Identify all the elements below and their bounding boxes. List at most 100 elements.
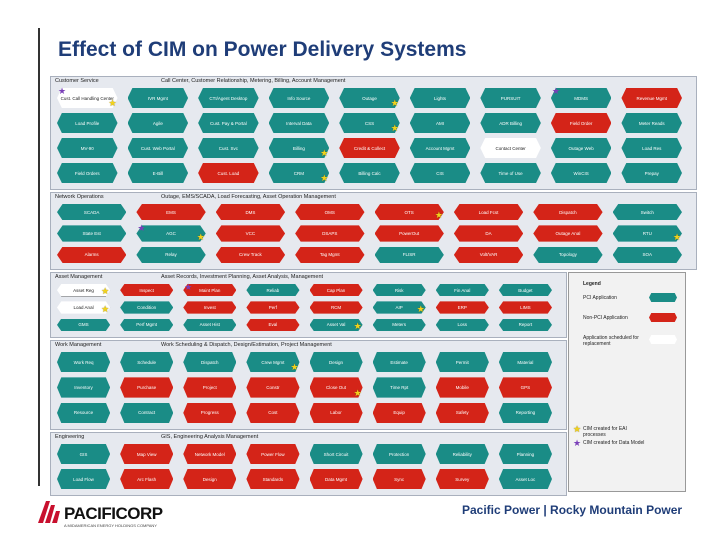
app-box[interactable]: Meter Reads	[621, 113, 682, 133]
app-box[interactable]: PowerOut	[374, 225, 444, 242]
app-box[interactable]: E-Bill	[127, 163, 189, 183]
app-box[interactable]: Loss	[435, 318, 489, 331]
app-box[interactable]: Data Mgmt	[309, 469, 363, 489]
app-box[interactable]: Mobile	[435, 377, 489, 398]
app-box[interactable]: AGC	[136, 225, 206, 242]
app-box[interactable]: Cust. Pay & Portal	[198, 113, 259, 133]
app-box[interactable]: State Est	[57, 225, 127, 242]
app-box[interactable]: LIMS	[498, 301, 552, 314]
app-box[interactable]: AMI	[409, 113, 471, 133]
app-box[interactable]: Revenue Mgmt	[621, 88, 682, 108]
app-box[interactable]: Asset Reg	[57, 284, 111, 297]
app-box[interactable]: Asset Val	[309, 318, 363, 331]
app-box[interactable]: Material	[498, 352, 552, 373]
app-box[interactable]: OMS	[295, 204, 365, 221]
app-box[interactable]: Risk	[372, 284, 426, 297]
app-box[interactable]: Estimate	[372, 352, 426, 373]
app-box[interactable]: Protection	[372, 444, 426, 464]
app-box[interactable]: Credit & Collect	[339, 138, 400, 158]
app-box[interactable]: Asset Hist	[183, 318, 237, 331]
app-box[interactable]: Schedule	[120, 352, 174, 373]
app-box[interactable]: Load Anal	[57, 301, 111, 314]
app-box[interactable]: Cust. Call Handling Center	[57, 88, 118, 108]
app-box[interactable]: Contract	[120, 402, 174, 423]
app-box[interactable]: RTU	[612, 225, 682, 242]
app-box[interactable]: Switch	[612, 204, 682, 221]
app-box[interactable]: Relay	[136, 246, 206, 263]
app-box[interactable]: Equip	[372, 402, 426, 423]
app-box[interactable]: Constr	[246, 377, 300, 398]
app-box[interactable]: Tag Mgmt	[295, 246, 365, 263]
app-box[interactable]: Cust. Svc	[198, 138, 259, 158]
app-box[interactable]: MDMS	[550, 88, 612, 108]
app-box[interactable]: DSAPS	[295, 225, 365, 242]
app-box[interactable]: SOA	[612, 246, 682, 263]
app-box[interactable]: Progress	[183, 402, 237, 423]
app-box[interactable]: Asset Loc	[498, 469, 552, 489]
app-box[interactable]: Field Order	[550, 113, 612, 133]
app-box[interactable]: Field Orders	[57, 163, 118, 183]
app-box[interactable]: Account Mgmt	[409, 138, 471, 158]
app-box[interactable]: Lights	[409, 88, 471, 108]
app-box[interactable]: Load Res	[621, 138, 682, 158]
app-box[interactable]: Standards	[246, 469, 300, 489]
app-box[interactable]: Resource	[57, 402, 111, 423]
app-box[interactable]: Cust. Load	[198, 163, 259, 183]
app-box[interactable]: CIS	[409, 163, 471, 183]
app-box[interactable]: Maint Plan	[183, 284, 237, 297]
app-box[interactable]: Perf	[246, 301, 300, 314]
app-box[interactable]: Cap Plan	[309, 284, 363, 297]
app-box[interactable]: Meters	[372, 318, 426, 331]
app-box[interactable]: DA	[453, 225, 524, 242]
app-box[interactable]: Safety	[435, 402, 489, 423]
app-box[interactable]: Network Model	[183, 444, 237, 464]
app-box[interactable]: Load Flow	[57, 469, 111, 489]
app-box[interactable]: Sync	[372, 469, 426, 489]
app-box[interactable]: Crew Mgmt	[246, 352, 300, 373]
app-box[interactable]: Cost	[246, 402, 300, 423]
app-box[interactable]: Project	[183, 377, 237, 398]
app-box[interactable]: Design	[183, 469, 237, 489]
app-box[interactable]: Budget	[498, 284, 552, 297]
app-box[interactable]: Fin Anal	[435, 284, 489, 297]
app-box[interactable]: RCM	[309, 301, 363, 314]
app-box[interactable]: Dispatch	[533, 204, 603, 221]
app-box[interactable]: AIP	[372, 301, 426, 314]
app-box[interactable]: Design	[309, 352, 363, 373]
app-box[interactable]: Permit	[435, 352, 489, 373]
app-box[interactable]: Outage Web	[550, 138, 612, 158]
app-box[interactable]: Survey	[435, 469, 489, 489]
app-box[interactable]: Cust. Web Portal	[127, 138, 189, 158]
app-box[interactable]: Dispatch	[183, 352, 237, 373]
app-box[interactable]: IVR Mgmt	[127, 88, 189, 108]
app-box[interactable]: Power Flow	[246, 444, 300, 464]
app-box[interactable]: GIS	[57, 444, 111, 464]
app-box[interactable]: EMS	[136, 204, 206, 221]
app-box[interactable]: Perf Mgmt	[120, 318, 174, 331]
app-box[interactable]: CSS	[339, 113, 400, 133]
app-box[interactable]: Prepay	[621, 163, 682, 183]
app-box[interactable]: Contact Center	[480, 138, 541, 158]
app-box[interactable]: Inspect	[120, 284, 174, 297]
app-box[interactable]: Time of Use	[480, 163, 541, 183]
app-box[interactable]: SCADA	[57, 204, 127, 221]
app-box[interactable]: GMS	[57, 318, 111, 331]
app-box[interactable]: CRM	[268, 163, 330, 183]
app-box[interactable]: Outage Anal	[533, 225, 603, 242]
app-box[interactable]: Inventory	[57, 377, 111, 398]
app-box[interactable]: DMS	[215, 204, 286, 221]
app-box[interactable]: Interval Data	[268, 113, 330, 133]
app-box[interactable]: Billing Calc	[339, 163, 400, 183]
app-box[interactable]: MV-90	[57, 138, 118, 158]
app-box[interactable]: ADR Billing	[480, 113, 541, 133]
app-box[interactable]: Volt/VAR	[453, 246, 524, 263]
app-box[interactable]: OTS	[374, 204, 444, 221]
app-box[interactable]: Agile	[127, 113, 189, 133]
app-box[interactable]: Crew Track	[215, 246, 286, 263]
app-box[interactable]: Condition	[120, 301, 174, 314]
app-box[interactable]: Arc Flash	[120, 469, 174, 489]
app-box[interactable]: Close Out	[309, 377, 363, 398]
app-box[interactable]: Labor	[309, 402, 363, 423]
app-box[interactable]: Billing	[268, 138, 330, 158]
app-box[interactable]: WinCIS	[550, 163, 612, 183]
